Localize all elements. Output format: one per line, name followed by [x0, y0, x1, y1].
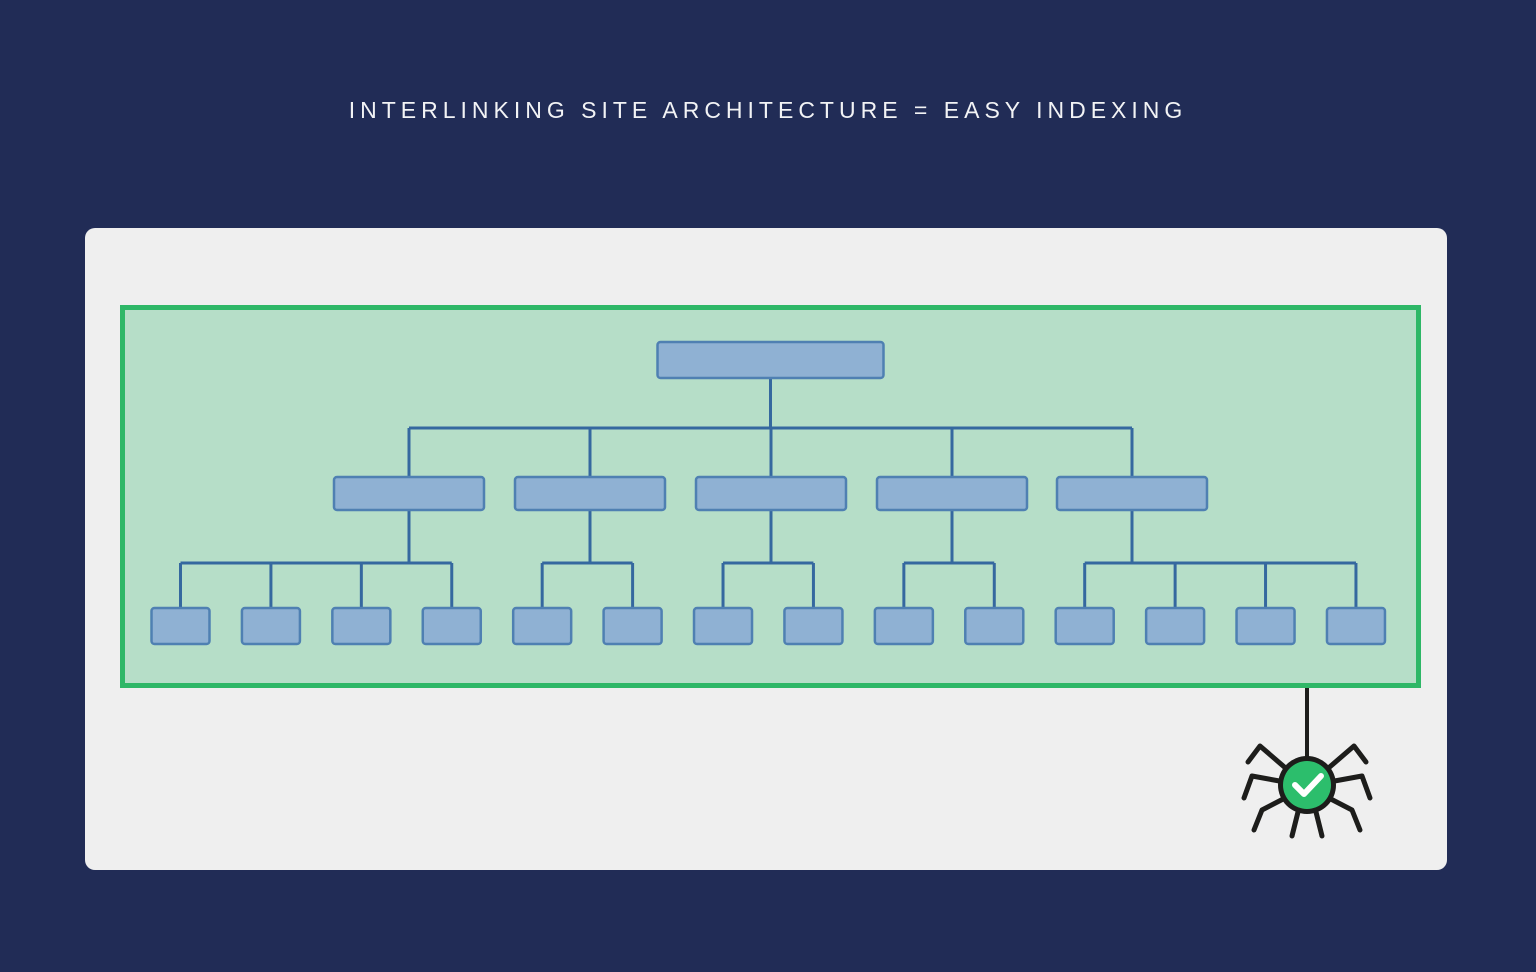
page-node [240, 606, 302, 646]
page-node [964, 606, 1025, 646]
page-node [331, 606, 392, 646]
spider-crawler-icon [1241, 688, 1373, 839]
homepage-node [656, 340, 885, 380]
page-node [150, 606, 211, 646]
page-title: INTERLINKING SITE ARCHITECTURE = EASY IN… [348, 97, 1188, 123]
page-node [602, 606, 663, 646]
spider-leg [1245, 743, 1292, 774]
page-node [692, 606, 754, 646]
category-node [875, 475, 1029, 512]
category-node [513, 475, 667, 512]
page-node [421, 606, 483, 646]
category-node [1055, 475, 1209, 512]
page-node [783, 606, 844, 646]
spider-leg [1251, 793, 1292, 833]
spider-leg [1241, 773, 1288, 801]
page-node [873, 606, 935, 646]
spider-leg [1289, 809, 1301, 839]
page-node [1144, 606, 1206, 646]
page-node [1235, 606, 1296, 646]
site-architecture-diagram [120, 305, 1421, 688]
page-node [1054, 606, 1115, 646]
category-node [694, 475, 848, 512]
check-mark [1292, 773, 1324, 797]
card [85, 228, 1447, 870]
page-node [511, 606, 573, 646]
spider-leg [1322, 793, 1363, 833]
spider-leg [1322, 743, 1369, 774]
spider-leg [1313, 809, 1325, 839]
spider-leg [1326, 773, 1373, 801]
check-icon [1283, 761, 1331, 809]
page-node [1325, 606, 1387, 646]
category-node [332, 475, 486, 512]
